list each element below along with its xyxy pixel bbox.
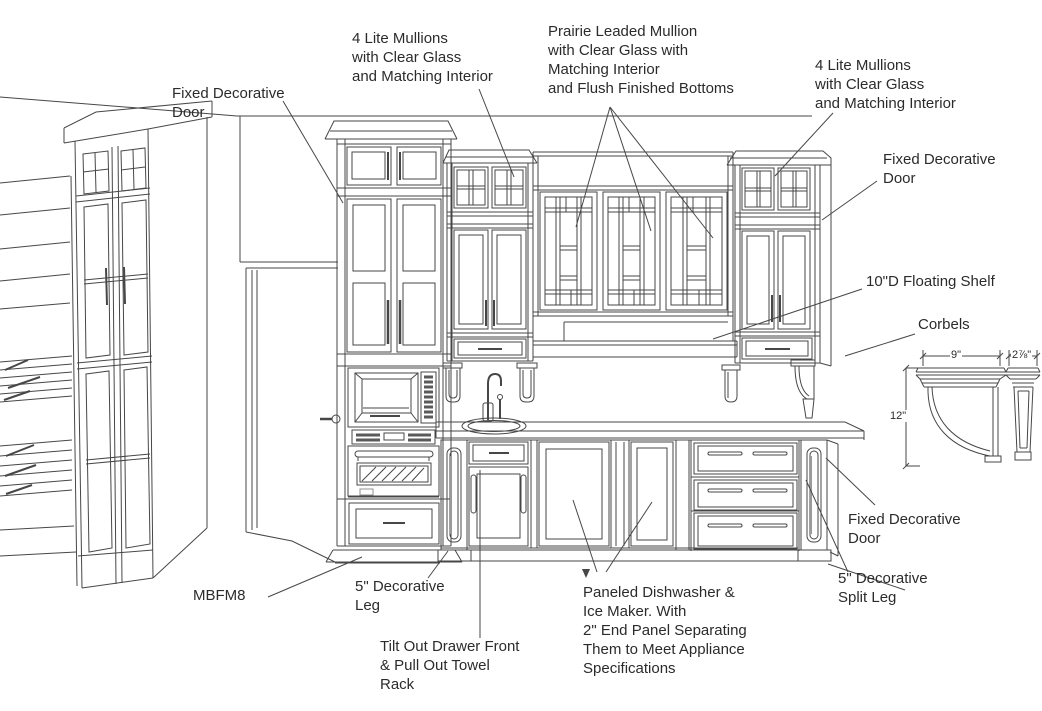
oven-control-panel: [351, 429, 436, 447]
label-corbels: Corbels: [918, 316, 970, 333]
floating-shelf: [532, 340, 738, 358]
door-handle-icon: [331, 414, 341, 424]
dim-corbel-height: 12": [889, 410, 908, 422]
left-upper-cabinet: [442, 149, 538, 362]
label-floating-shelf: 10"D Floating Shelf: [866, 273, 995, 290]
wall-and-floor: [0, 96, 906, 591]
label-mbfm8: MBFM8: [193, 587, 246, 604]
tall-oven-cabinet: [324, 120, 463, 563]
label-4-lite-mullions-right: 4 Lite Mullions with Clear Glass and Mat…: [815, 57, 956, 112]
label-prairie-leaded-mullion: Prairie Leaded Mullion with Clear Glass …: [548, 23, 734, 97]
leader-arrowhead-icon: [582, 569, 590, 578]
microwave: [347, 367, 440, 428]
dim-corbel-depth: 2⅞": [1011, 349, 1033, 361]
label-4-lite-mullions-left: 4 Lite Mullions with Clear Glass and Mat…: [352, 30, 493, 85]
label-fixed-decorative-door-bottom-right: Fixed Decorative Door: [848, 511, 961, 547]
prairie-upper-cabinets: [532, 151, 734, 341]
label-fixed-decorative-door-top-right: Fixed Decorative Door: [883, 151, 996, 187]
label-tilt-out-drawer: Tilt Out Drawer Front & Pull Out Towel R…: [380, 638, 520, 693]
leader-lines: [267, 88, 916, 638]
right-upper-cabinet: [726, 150, 832, 367]
corbel-detail: [902, 350, 1041, 470]
label-decorative-leg: 5" Decorative Leg: [355, 578, 445, 614]
wall-oven: [347, 445, 440, 497]
sink-and-faucet: [461, 372, 527, 435]
label-fixed-decorative-door-top-left: Fixed Decorative Door: [172, 85, 285, 121]
label-decorative-split-leg: 5" Decorative Split Leg: [838, 570, 928, 606]
dim-corbel-width: 9": [950, 349, 963, 361]
faucet-icon: [487, 372, 502, 420]
left-perspective-cabinet: [0, 100, 213, 589]
base-cabinets: [437, 439, 839, 562]
corbels-under-cabinets: [442, 359, 816, 419]
label-paneled-dishwasher: Paneled Dishwasher & Ice Maker. With 2" …: [583, 584, 747, 677]
